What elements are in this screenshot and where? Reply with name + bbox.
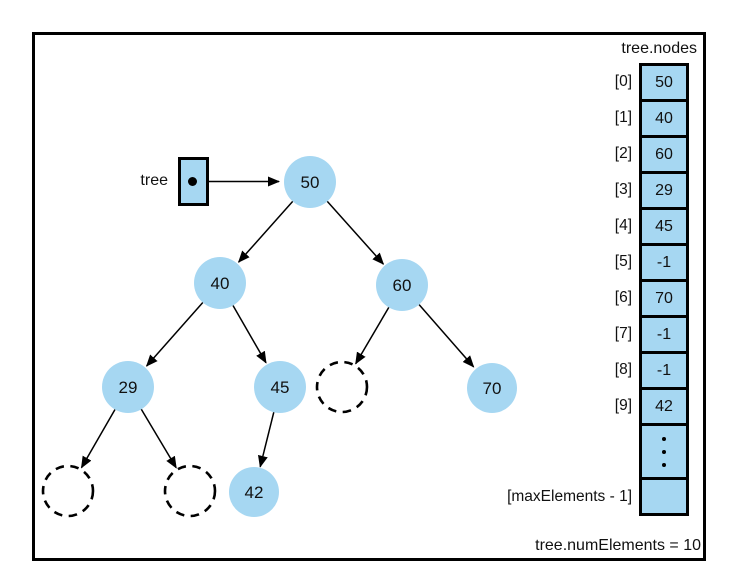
edge-45-42 [258, 412, 275, 468]
tree-node-value: 40 [211, 274, 230, 293]
empty-node-circle [163, 464, 217, 518]
edge-40-45 [232, 305, 267, 364]
edge-60-70 [418, 304, 475, 368]
array-cell: 50 [642, 66, 686, 102]
array-cell: -1 [642, 318, 686, 354]
tree-node-40 [194, 257, 246, 309]
array-cell-max [642, 480, 686, 513]
array-index-label: [9] [614, 397, 632, 414]
array-cell: -1 [642, 246, 686, 282]
tree-node-value: 42 [245, 483, 264, 502]
array-cell: 40 [642, 102, 686, 138]
tree-node-value: 50 [301, 173, 320, 192]
edge-60-empty [355, 307, 390, 365]
vertical-ellipsis-dot-icon [662, 436, 666, 441]
pointer-box [178, 157, 209, 206]
array-index-label: [4] [614, 217, 632, 234]
tree-node-value: 70 [483, 379, 502, 398]
array-cell: 42 [642, 390, 686, 426]
tree-node-value: 29 [119, 378, 138, 397]
array-cell: 45 [642, 210, 686, 246]
array-title: tree.nodes [621, 40, 697, 57]
num-elements-label: tree.numElements = 10 [535, 537, 701, 554]
empty-node-circle [41, 464, 95, 518]
tree-node-60 [376, 259, 428, 311]
empty-node-circle [315, 360, 369, 414]
tree-node-29 [102, 361, 154, 413]
array-cell: 60 [642, 138, 686, 174]
edge-50-60 [326, 200, 385, 265]
array-index-label: [8] [614, 361, 632, 378]
tree-node-value: 60 [393, 276, 412, 295]
tree-node-value: 45 [271, 378, 290, 397]
array-cell: -1 [642, 354, 686, 390]
pointer-dot-icon [188, 177, 197, 186]
tree-node-70 [467, 363, 517, 413]
array-cell: 70 [642, 282, 686, 318]
tree-node-45 [254, 361, 306, 413]
array-index-label-max: [maxElements - 1] [507, 488, 632, 505]
vertical-ellipsis-dot-icon [662, 449, 666, 454]
edge-50-40 [237, 200, 294, 263]
array-column: 50 40 60 29 45 -1 70 -1 -1 42 [639, 63, 689, 516]
array-cell: 29 [642, 174, 686, 210]
array-index-label: [2] [614, 145, 632, 162]
vertical-ellipsis-dot-icon [662, 462, 666, 467]
array-index-label: [6] [614, 289, 632, 306]
array-index-label: [3] [614, 181, 632, 198]
tree-node-42 [229, 467, 279, 517]
tree-node-50 [284, 156, 336, 208]
array-index-label: [0] [614, 73, 632, 90]
array-index-label: [7] [614, 325, 632, 342]
pointer-label: tree [140, 172, 168, 189]
edge-29-empty-right [140, 408, 177, 469]
array-index-label: [5] [614, 253, 632, 270]
array-cell-ellipsis [642, 426, 686, 480]
edge-40-29 [145, 302, 204, 367]
edge-29-empty-left [80, 409, 116, 469]
diagram-frame [32, 32, 706, 561]
array-index-label: [1] [614, 109, 632, 126]
